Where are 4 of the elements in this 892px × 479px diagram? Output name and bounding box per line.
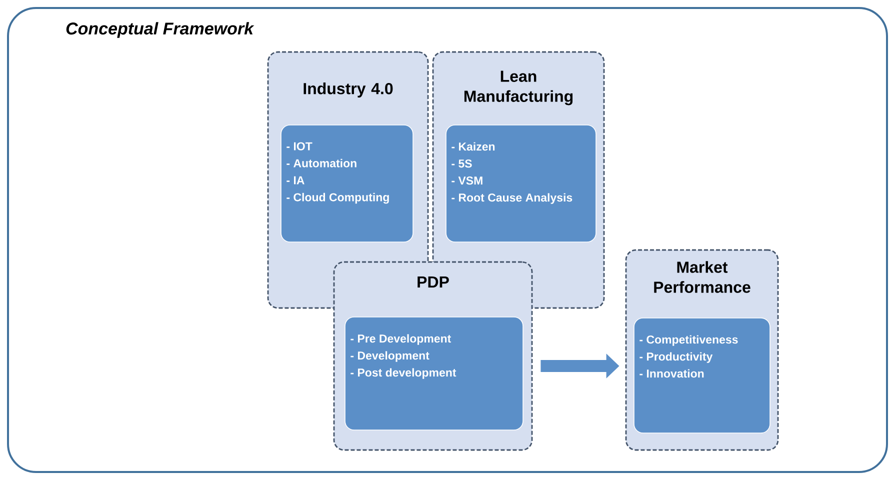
list-box: - Kaizen - 5S - VSM - Root Cause Analysis	[446, 124, 596, 242]
list-box: - IOT - Automation - IA - Cloud Computing	[280, 124, 414, 242]
list-box: - Pre Development - Development - Post development	[344, 316, 524, 430]
list-box: - Competitiveness - Productivity - Innovation	[634, 318, 770, 434]
